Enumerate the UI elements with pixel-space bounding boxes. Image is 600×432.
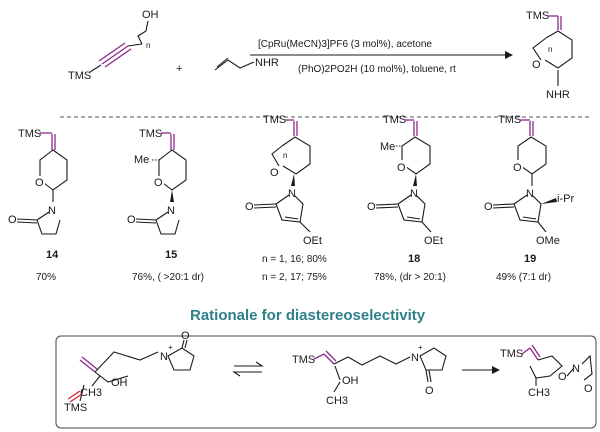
compound-14-number: 14: [46, 249, 59, 261]
product-o-label: O: [532, 59, 541, 71]
compound-16-oet: OEt: [303, 235, 322, 247]
compound-18-n: N: [410, 188, 418, 200]
product-nhr-label: NHR: [546, 89, 570, 101]
compound-16-17: TMS n O N O OEt n = 1, 16; 80% n = 2, 17…: [245, 114, 327, 283]
rationale-left-o: O: [181, 330, 190, 342]
product-structure: TMS n O NHR: [526, 10, 573, 101]
reaction-arrow: [250, 51, 513, 59]
compound-15-carbonyl-o: O: [127, 214, 136, 226]
compound-15-yield: 76%, ( >20:1 dr): [132, 272, 204, 283]
compound-14-yield: 70%: [36, 272, 56, 283]
compound-19-o: O: [513, 162, 522, 174]
substrate-oh-label: OH: [142, 9, 159, 21]
compound-18-number: 18: [408, 253, 420, 265]
compound-16-carbonyl-o: O: [245, 201, 254, 213]
conditions-top: [CpRu(MeCN)3]PF6 (3 mol%), acetone: [258, 39, 432, 50]
rationale-box: [55, 335, 597, 429]
rationale-left-n: N: [160, 351, 168, 363]
rationale-right-n: N: [572, 363, 580, 375]
compound-15-n: N: [167, 205, 175, 217]
rationale-right-structure: TMS O CH3 N O: [500, 344, 593, 399]
compound-14-carbonyl-o: O: [8, 214, 17, 226]
compound-19-ipr: i-Pr: [557, 193, 574, 205]
compound-17-line: n = 2, 17; 75%: [262, 272, 327, 283]
plus-sign: +: [176, 63, 182, 75]
compound-15-me: Me: [134, 154, 149, 166]
compound-16-tms: TMS: [263, 114, 286, 126]
compound-18: TMS O Me N O OEt 18 78%, (dr > 20:1): [367, 114, 446, 283]
rationale-middle-o: O: [425, 385, 434, 397]
rationale-middle-oh: OH: [342, 375, 359, 387]
compound-18-yield: 78%, (dr > 20:1): [374, 272, 446, 283]
rationale-right-o2: O: [584, 383, 593, 395]
rationale-right-o: O: [558, 371, 567, 383]
reaction-scheme: OH n TMS + NHR [CpRu(MeCN)3]PF6 (3 mol%)…: [68, 9, 573, 101]
rationale-middle-n: N: [411, 352, 419, 364]
compound-14-tms: TMS: [18, 128, 41, 140]
substrate-allylamine: NHR: [214, 57, 279, 71]
compound-16-n-subscript: n: [283, 151, 287, 160]
compound-19-n: N: [526, 188, 534, 200]
rationale-left-tms: TMS: [64, 402, 87, 414]
rationale-right-ch3: CH3: [528, 387, 550, 399]
rationale-left-plus: +: [168, 343, 173, 352]
rationale-middle-structure: TMS OH CH3 N + O: [292, 343, 447, 407]
rationale-title: Rationale for diastereoselectivity: [190, 307, 426, 324]
compound-19-ome: OMe: [536, 235, 560, 247]
compound-18-tms: TMS: [383, 114, 406, 126]
compound-18-oet: OEt: [424, 235, 443, 247]
compound-14-n: N: [48, 205, 56, 217]
substrate-n-subscript: n: [146, 41, 150, 50]
equilibrium-arrows: [232, 361, 264, 377]
compound-19-yield: 49% (7:1 dr): [496, 272, 551, 283]
substrate-tms-label: TMS: [68, 70, 91, 82]
rationale-left-structure: N + O OH CH3 TMS: [64, 330, 195, 414]
compound-18-o: O: [397, 162, 406, 174]
compound-15-tms: TMS: [139, 128, 162, 140]
compound-15: TMS Me O N O 15 76%, ( >20:1 dr): [127, 128, 204, 283]
compound-16-o: O: [270, 167, 279, 179]
rationale-middle-plus: +: [418, 343, 423, 352]
compound-19: TMS O N i-Pr O OMe 19 49% (7:1 dr): [484, 114, 574, 283]
forward-arrow: [462, 366, 500, 374]
rationale-left-ch3: CH3: [80, 387, 102, 399]
compound-18-me: Me: [380, 141, 395, 153]
product-tms-label: TMS: [526, 10, 549, 22]
compound-19-number: 19: [524, 253, 536, 265]
compound-16-n: N: [288, 188, 296, 200]
rationale-left-oh: OH: [111, 377, 128, 389]
substrate-alkynol: OH n TMS: [68, 9, 159, 82]
compound-18-carbonyl-o: O: [367, 201, 376, 213]
product-n-subscript: n: [548, 45, 552, 54]
compound-15-number: 15: [165, 249, 177, 261]
compound-14: TMS O N O 14 70%: [8, 128, 68, 283]
rationale-right-tms: TMS: [500, 348, 523, 360]
compound-14-o: O: [35, 177, 44, 189]
rationale-middle-tms: TMS: [292, 354, 315, 366]
compound-15-o: O: [154, 177, 163, 189]
compound-19-tms: TMS: [498, 114, 521, 126]
conditions-bottom: (PhO)2PO2H (10 mol%), toluene, rt: [298, 64, 456, 75]
compound-19-carbonyl-o: O: [484, 201, 493, 213]
rationale-middle-ch3: CH3: [326, 395, 348, 407]
amine-nhr-label: NHR: [255, 57, 279, 69]
compound-16-line: n = 1, 16; 80%: [262, 254, 327, 265]
